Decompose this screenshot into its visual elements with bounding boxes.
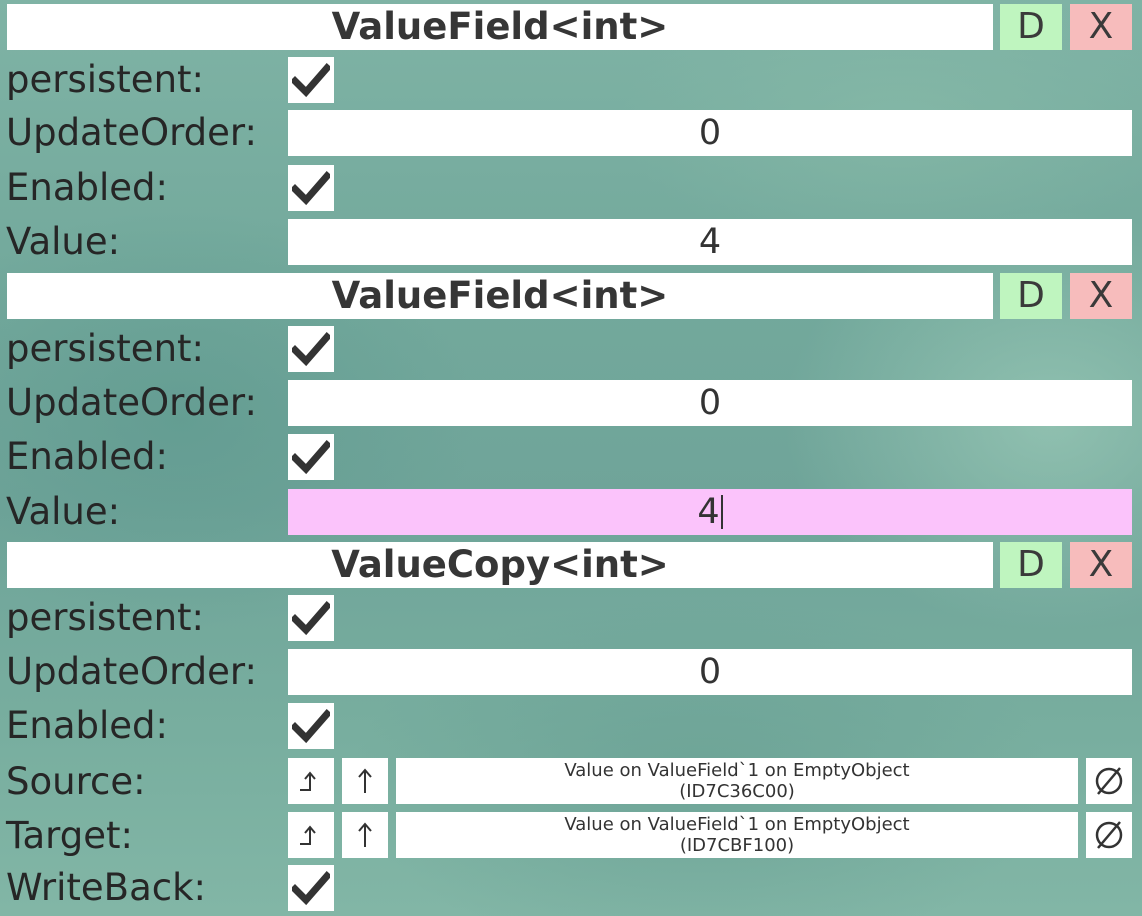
component-title: ValueField<int> — [7, 273, 993, 319]
component-header: ValueCopy<int> D X — [7, 542, 1132, 588]
persistent-checkbox[interactable] — [288, 326, 334, 372]
source-reference-line1: Value on ValueField`1 on EmptyObject — [564, 760, 910, 781]
value-input[interactable]: 4 — [288, 219, 1132, 265]
enabled-row: Enabled: — [0, 431, 1142, 483]
checkmark-icon — [292, 709, 330, 744]
source-jump-button[interactable] — [342, 758, 388, 804]
enabled-label: Enabled: — [6, 704, 168, 747]
target-reference-line2: (ID7CBF100) — [679, 835, 795, 856]
update-order-label: UpdateOrder: — [6, 650, 257, 693]
value-input-focused[interactable]: 4 — [288, 489, 1132, 535]
target-label: Target: — [6, 814, 133, 857]
source-open-button[interactable] — [288, 758, 334, 804]
enabled-checkbox[interactable] — [288, 165, 334, 211]
checkmark-icon — [292, 871, 330, 906]
source-reference-field[interactable]: Value on ValueField`1 on EmptyObject (ID… — [396, 758, 1078, 804]
writeback-checkbox[interactable] — [288, 865, 334, 911]
component-title: ValueField<int> — [7, 4, 993, 50]
null-symbol-icon — [1095, 821, 1123, 849]
text-caret — [720, 495, 723, 529]
persistent-row: persistent: — [0, 592, 1142, 644]
remove-button[interactable]: X — [1070, 4, 1132, 50]
source-label: Source: — [6, 760, 146, 803]
remove-button[interactable]: X — [1070, 542, 1132, 588]
checkmark-icon — [292, 332, 330, 367]
persistent-checkbox[interactable] — [288, 57, 334, 103]
corner-up-arrow-icon — [300, 825, 316, 845]
value-row: Value: 4 — [0, 216, 1142, 268]
update-order-row: UpdateOrder: 0 — [0, 107, 1142, 159]
up-arrow-icon — [358, 822, 372, 847]
null-symbol-icon — [1095, 767, 1123, 795]
value-row: Value: 4 — [0, 486, 1142, 538]
persistent-row: persistent: — [0, 54, 1142, 106]
source-row: Source: Value on ValueField`1 on EmptyOb… — [0, 756, 1142, 808]
persistent-label: persistent: — [6, 327, 204, 370]
checkmark-icon — [292, 601, 330, 636]
update-order-label: UpdateOrder: — [6, 381, 257, 424]
checkmark-icon — [292, 440, 330, 475]
checkmark-icon — [292, 171, 330, 206]
component-title: ValueCopy<int> — [7, 542, 993, 588]
value-text: 4 — [697, 492, 720, 532]
writeback-row: WriteBack: — [0, 862, 1142, 914]
duplicate-button[interactable]: D — [1000, 273, 1062, 319]
target-open-button[interactable] — [288, 812, 334, 858]
persistent-label: persistent: — [6, 58, 204, 101]
update-order-input[interactable]: 0 — [288, 110, 1132, 156]
persistent-label: persistent: — [6, 596, 204, 639]
enabled-checkbox[interactable] — [288, 703, 334, 749]
target-reference-line1: Value on ValueField`1 on EmptyObject — [564, 814, 910, 835]
update-order-row: UpdateOrder: 0 — [0, 377, 1142, 429]
remove-button[interactable]: X — [1070, 273, 1132, 319]
duplicate-button[interactable]: D — [1000, 542, 1062, 588]
update-order-input[interactable]: 0 — [288, 649, 1132, 695]
persistent-checkbox[interactable] — [288, 595, 334, 641]
corner-up-arrow-icon — [300, 771, 316, 791]
target-jump-button[interactable] — [342, 812, 388, 858]
enabled-row: Enabled: — [0, 700, 1142, 752]
update-order-label: UpdateOrder: — [6, 111, 257, 154]
checkmark-icon — [292, 63, 330, 98]
value-label: Value: — [6, 220, 121, 263]
update-order-row: UpdateOrder: 0 — [0, 646, 1142, 698]
target-clear-button[interactable] — [1086, 812, 1132, 858]
enabled-row: Enabled: — [0, 162, 1142, 214]
component-header: ValueField<int> D X — [7, 4, 1132, 50]
source-reference-line2: (ID7C36C00) — [679, 781, 795, 802]
update-order-input[interactable]: 0 — [288, 380, 1132, 426]
persistent-row: persistent: — [0, 323, 1142, 375]
duplicate-button[interactable]: D — [1000, 4, 1062, 50]
writeback-label: WriteBack: — [6, 866, 206, 909]
enabled-checkbox[interactable] — [288, 434, 334, 480]
target-reference-field[interactable]: Value on ValueField`1 on EmptyObject (ID… — [396, 812, 1078, 858]
target-row: Target: Value on ValueField`1 on EmptyOb… — [0, 810, 1142, 862]
source-clear-button[interactable] — [1086, 758, 1132, 804]
component-header: ValueField<int> D X — [7, 273, 1132, 319]
enabled-label: Enabled: — [6, 166, 168, 209]
enabled-label: Enabled: — [6, 435, 168, 478]
up-arrow-icon — [358, 768, 372, 793]
value-label: Value: — [6, 490, 121, 533]
